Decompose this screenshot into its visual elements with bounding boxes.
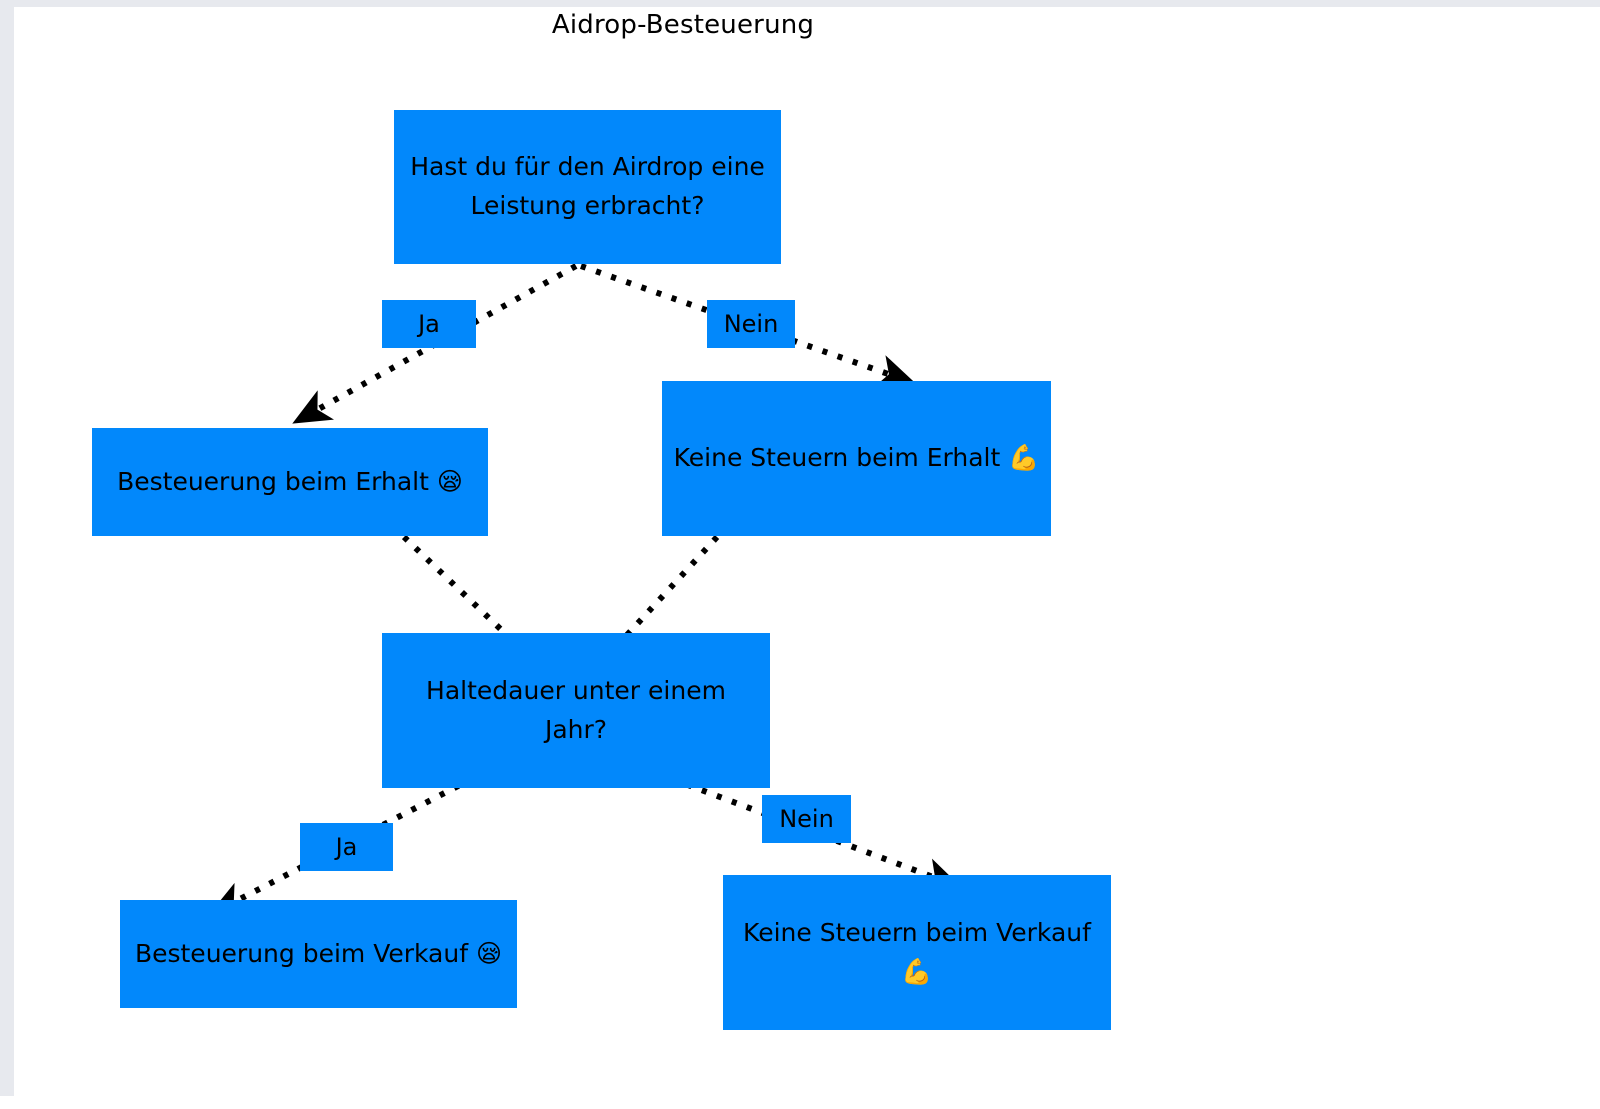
node-label: Keine Steuern beim Erhalt 💪 xyxy=(673,443,1040,473)
node-result-besteuerung-beim-verkauf[interactable]: Besteuerung beim Verkauf 😪 xyxy=(120,900,517,1008)
canvas-top-edge-strip xyxy=(0,0,1600,7)
node-question-haltedauer-unter-einem-jahr[interactable]: Haltedauer unter einem Jahr? xyxy=(382,633,770,788)
node-label: Besteuerung beim Verkauf 😪 xyxy=(134,938,503,968)
edge-label-text: Ja xyxy=(418,310,440,338)
node-question-airdrop-leistung[interactable]: Hast du für den Airdrop eine Leistung er… xyxy=(394,110,781,264)
node-label: Hast du für den Airdrop eine Leistung er… xyxy=(410,152,765,220)
canvas-left-edge-strip xyxy=(0,0,14,1096)
node-result-keine-steuern-beim-erhalt[interactable]: Keine Steuern beim Erhalt 💪 xyxy=(662,381,1051,536)
edge-label-q1-nein[interactable]: Nein xyxy=(707,300,795,348)
edge-label-text: Ja xyxy=(335,833,358,861)
diagram-title: Aidrop-Besteuerung xyxy=(551,10,815,40)
edge-label-q2-nein[interactable]: Nein xyxy=(762,795,851,843)
node-result-besteuerung-beim-erhalt[interactable]: Besteuerung beim Erhalt 😪 xyxy=(92,428,488,536)
edge-label-text: Nein xyxy=(723,310,779,338)
node-label: Keine Steuern beim Verkauf💪 xyxy=(743,917,1091,986)
node-result-keine-steuern-beim-verkauf[interactable]: Keine Steuern beim Verkauf💪 xyxy=(723,875,1111,1030)
node-label: Haltedauer unter einem Jahr? xyxy=(426,675,726,744)
edge-label-text: Nein xyxy=(779,805,834,833)
edge-label-q1-ja[interactable]: Ja xyxy=(382,300,476,348)
node-label: Besteuerung beim Erhalt 😪 xyxy=(117,466,463,496)
edge-label-q2-ja[interactable]: Ja xyxy=(300,823,393,871)
